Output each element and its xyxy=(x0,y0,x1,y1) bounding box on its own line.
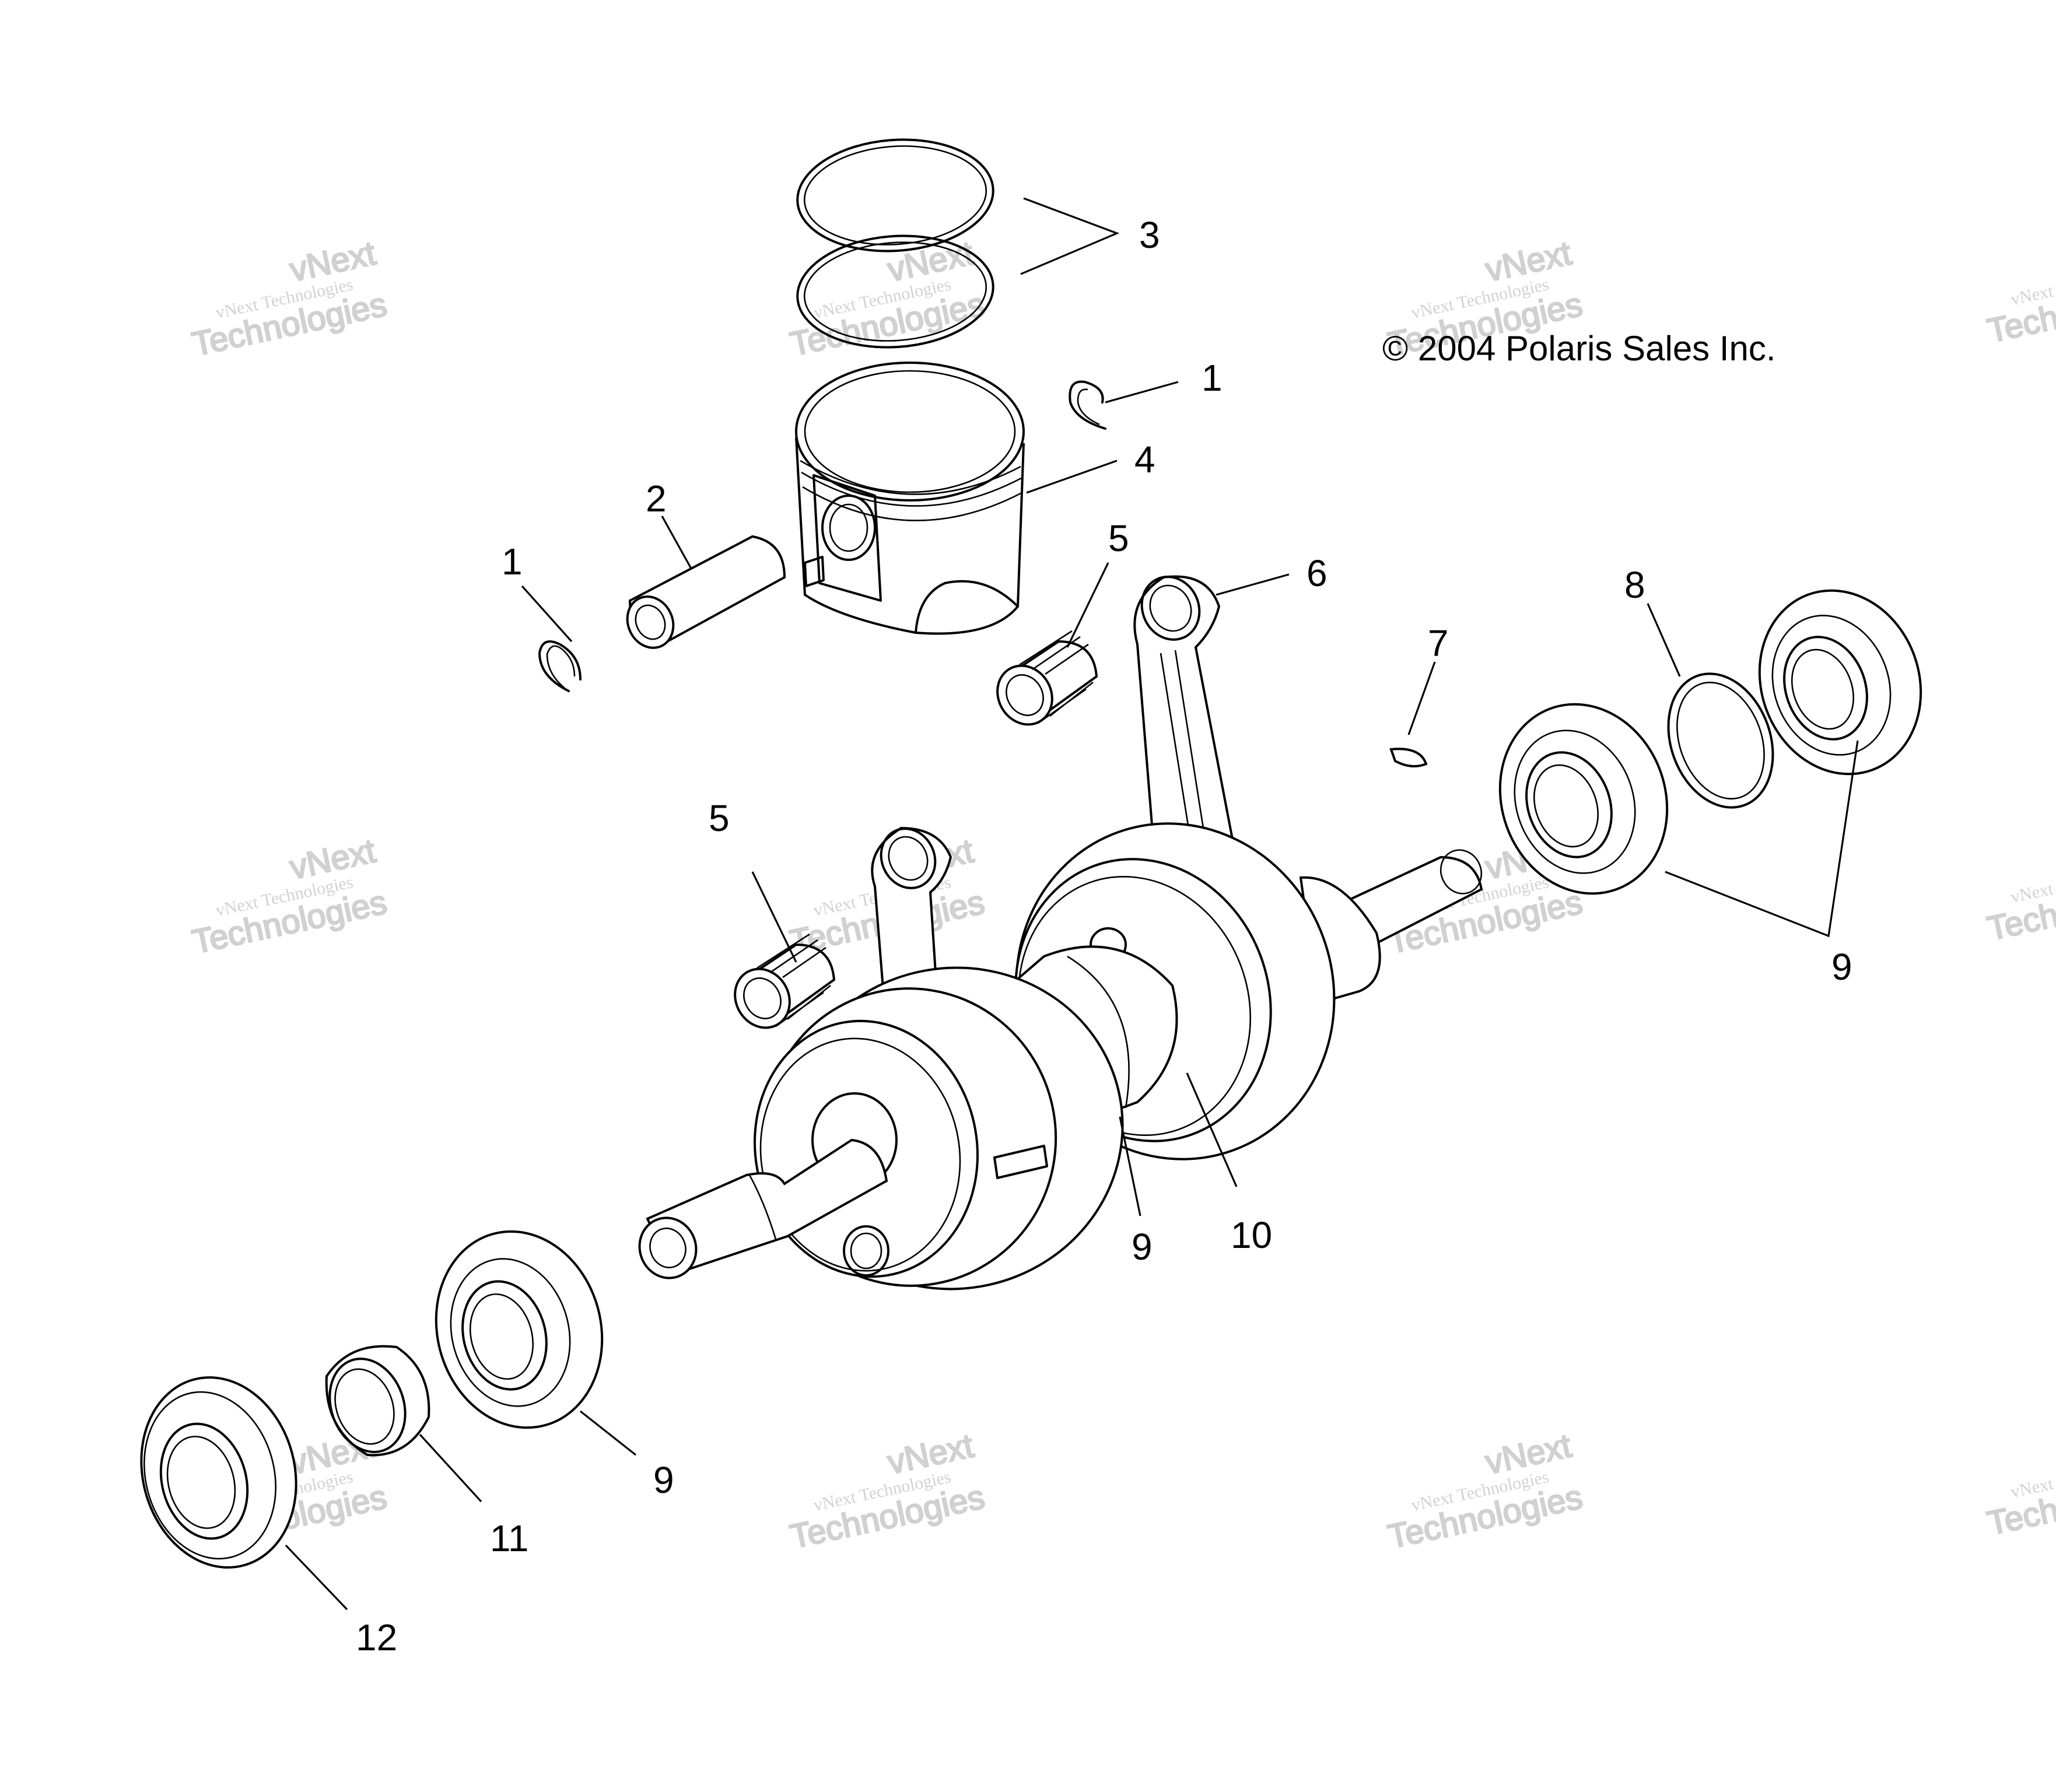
watermark: vNext vNext Technologies Technologies xyxy=(786,1426,989,1556)
callout-10: 10 xyxy=(1231,1214,1272,1256)
circlip-right xyxy=(1069,380,1106,430)
piston-ring-upper xyxy=(796,138,994,253)
callout-12: 12 xyxy=(356,1616,397,1658)
woodruff-key xyxy=(1389,748,1428,767)
spacer-11 xyxy=(325,1345,430,1457)
watermark: vNext vNext Technologies Technologies xyxy=(1384,1426,1586,1556)
needle-bearing-lower xyxy=(734,933,836,1029)
piston-ring-lower xyxy=(796,234,994,349)
callout-9-center: 9 xyxy=(1132,1226,1153,1268)
watermark: vNext vNext Technologies Technologies xyxy=(786,233,989,364)
watermark: vNext Technologies Technologies xyxy=(1983,261,2056,350)
piston xyxy=(795,362,1025,635)
copyright-notice: © 2004 Polaris Sales Inc. xyxy=(1382,329,1776,368)
callout-4: 4 xyxy=(1134,439,1155,481)
callout-8: 8 xyxy=(1624,564,1645,606)
callout-6: 6 xyxy=(1307,552,1328,594)
piston-rings xyxy=(796,138,994,349)
watermark: vNext Technologies Technologies xyxy=(1983,859,2056,948)
leader-lines xyxy=(285,197,1859,1611)
callout-5-lower: 5 xyxy=(709,797,730,839)
needle-bearing-upper xyxy=(996,630,1098,726)
watermark: vNext vNext Technologies Technologies xyxy=(188,233,391,364)
main-bearing-right-inner xyxy=(1498,703,1669,895)
circlip-left xyxy=(538,640,582,692)
callout-7: 7 xyxy=(1428,622,1449,664)
oil-seal-12 xyxy=(140,1376,297,1569)
main-bearing-right-outer xyxy=(1758,589,1922,776)
callout-3: 3 xyxy=(1139,214,1160,256)
spacer-ring-8 xyxy=(1667,672,1774,809)
callout-1-right: 1 xyxy=(1202,357,1223,399)
callout-labels: 3 1 4 2 1 5 6 7 8 9 5 9 10 9 11 12 xyxy=(356,214,1852,1658)
main-bearing-left xyxy=(435,1230,604,1429)
callout-1-left: 1 xyxy=(502,541,523,583)
wrist-pin xyxy=(626,535,786,649)
callout-5-upper: 5 xyxy=(1108,517,1129,559)
callout-11: 11 xyxy=(490,1517,528,1559)
callout-9-left: 9 xyxy=(653,1459,674,1501)
callout-2: 2 xyxy=(646,478,667,520)
watermark: vNext Technologies Technologies xyxy=(1983,1454,2056,1543)
callout-9-right: 9 xyxy=(1831,946,1852,988)
crankshaft-assembly xyxy=(638,575,1483,1290)
watermark: vNext vNext Technologies Technologies xyxy=(188,831,391,962)
